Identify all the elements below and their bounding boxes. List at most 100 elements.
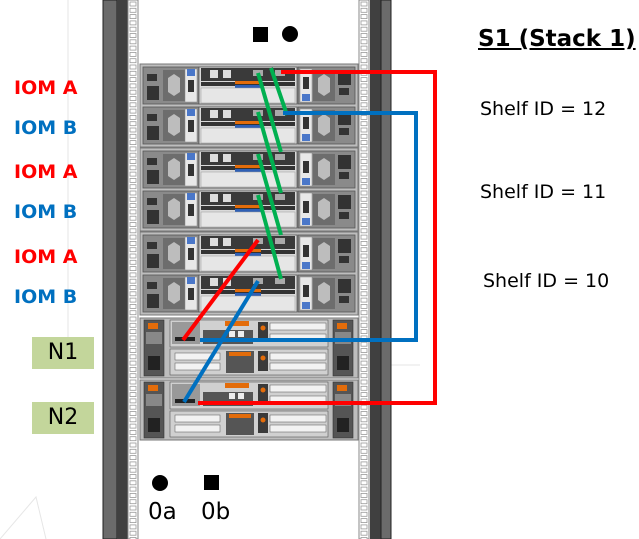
- fan-hub: [318, 282, 330, 304]
- rail-hole: [360, 240, 368, 246]
- rail-hole: [129, 499, 137, 505]
- blue-latch: [235, 169, 261, 172]
- rail-hole: [129, 259, 137, 265]
- rail-hole: [360, 266, 368, 272]
- fan-hub: [318, 198, 330, 220]
- ethernet-port-icon: [210, 70, 218, 78]
- rail-hole: [360, 297, 368, 303]
- rail-hole: [360, 33, 368, 38]
- rail-hole: [129, 530, 137, 536]
- rail-hole: [129, 474, 137, 479]
- rail-hole: [129, 7, 137, 13]
- rail-hole: [360, 392, 368, 398]
- controller-chassis: [139, 379, 359, 441]
- rail-hole: [129, 392, 137, 398]
- psu-latch: [188, 204, 194, 216]
- rail-hole: [129, 83, 137, 89]
- rack-post-right-inner: [370, 0, 381, 539]
- sas-port-square-icon: [275, 278, 285, 284]
- green-cable-4: [256, 153, 283, 236]
- pcie-slot: [269, 362, 327, 371]
- ethernet-port-icon: [223, 110, 231, 118]
- controller-tab: [225, 383, 249, 388]
- blue-cable-shelf12-to-n1: [200, 111, 418, 342]
- iom-label: IOM A: [14, 246, 78, 268]
- psu-label: [302, 218, 310, 225]
- psu-vent: [146, 394, 162, 406]
- rail-hole: [360, 203, 368, 209]
- rail-hole: [360, 417, 368, 423]
- psu-led: [337, 323, 347, 329]
- rail-hole: [129, 423, 137, 429]
- ethernet-port-icon: [210, 194, 218, 202]
- rail-hole: [129, 329, 137, 335]
- rail-hole: [129, 316, 137, 322]
- rail-hole: [360, 278, 368, 284]
- rail-hole: [129, 102, 137, 108]
- rail-hole: [129, 266, 137, 272]
- iom-blank: [200, 211, 296, 228]
- controller-led: [260, 417, 266, 423]
- psu-latch: [188, 80, 194, 92]
- rail-hole: [129, 133, 137, 139]
- rail-hole: [129, 291, 137, 297]
- psu-latch: [303, 117, 309, 129]
- rail-hole: [129, 366, 137, 372]
- rail-hole: [129, 121, 137, 127]
- rail-hole: [129, 448, 137, 454]
- square-port-symbol-legend: [204, 475, 219, 490]
- controller-knob: [258, 322, 268, 340]
- iom-label: IOM A: [14, 77, 78, 99]
- rail-hole: [129, 115, 137, 120]
- psu-latch: [303, 201, 309, 213]
- power-switch-icon: [339, 296, 349, 303]
- psu-latch: [303, 161, 309, 173]
- power-socket-icon: [147, 210, 159, 224]
- iom-label: IOM A: [14, 161, 78, 183]
- psu-label: [187, 193, 195, 200]
- pcie-slot: [269, 352, 327, 361]
- rail-hole: [360, 436, 368, 442]
- rail-hole: [360, 291, 368, 297]
- rail-hole: [129, 385, 137, 391]
- pcie-slot: [269, 384, 327, 393]
- disk-shelf: [139, 63, 359, 148]
- psu-label: [187, 153, 195, 160]
- rail-hole: [360, 348, 368, 353]
- rail-hole: [360, 467, 368, 473]
- rail-hole: [360, 360, 368, 366]
- ethernet-port-icon: [238, 393, 244, 399]
- rail-hole: [360, 310, 368, 316]
- psu-label: [302, 178, 310, 185]
- psu-latch: [303, 285, 309, 297]
- power-socket-icon: [148, 418, 160, 432]
- rail-hole: [360, 52, 368, 57]
- rail-hole: [360, 146, 368, 152]
- green-cable-2: [269, 67, 289, 116]
- power-socket-icon: [147, 254, 159, 268]
- psu-led: [148, 323, 158, 329]
- power-socket-icon: [338, 279, 351, 293]
- controller-tab: [229, 414, 251, 418]
- power-socket-icon: [338, 195, 351, 209]
- ethernet-port-icon: [223, 70, 231, 78]
- psu-latch: [188, 164, 194, 176]
- power-switch-icon: [339, 172, 349, 179]
- rail-hole: [129, 492, 137, 498]
- rail-hole: [360, 373, 368, 379]
- rail-hole: [129, 341, 137, 347]
- rail-hole: [360, 127, 368, 133]
- sas-port-square-icon: [275, 110, 285, 116]
- controller-led: [260, 387, 266, 393]
- rail-hole: [360, 316, 368, 322]
- rail-hole: [360, 228, 368, 234]
- fan-hub: [318, 114, 330, 136]
- port-label-0b: 0b: [201, 499, 231, 525]
- ethernet-port-icon: [223, 154, 231, 162]
- psu-label: [302, 94, 310, 101]
- rail-hole: [360, 385, 368, 391]
- rail-hole: [360, 272, 368, 278]
- rail-hole: [360, 26, 368, 32]
- rail-hole: [129, 505, 137, 511]
